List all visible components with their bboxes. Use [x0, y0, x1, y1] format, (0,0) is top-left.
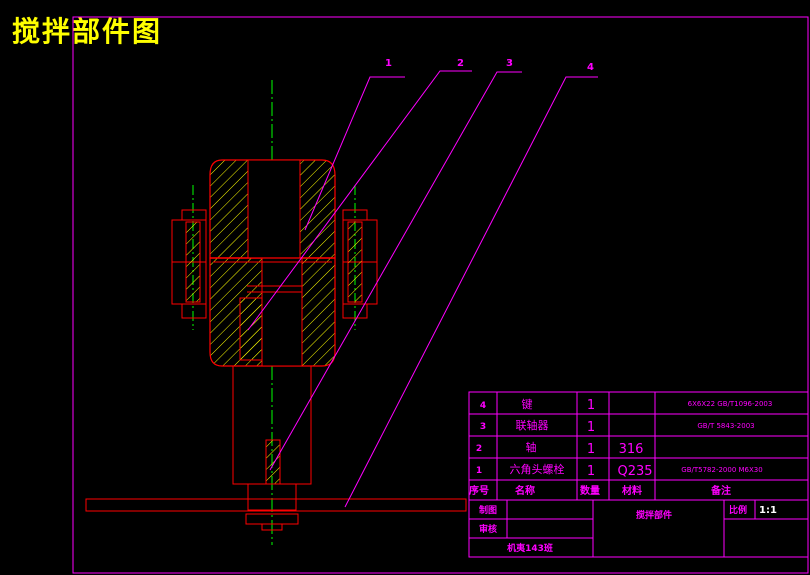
- title-block: [468, 499, 809, 558]
- leader-label-4: 4: [587, 62, 594, 73]
- svg-text:GB/T 5843-2003: GB/T 5843-2003: [697, 422, 754, 430]
- svg-text:3: 3: [480, 422, 486, 432]
- bom-row-3: 3 联轴器 1 GB/T 5843-2003: [480, 418, 755, 435]
- svg-text:序号: 序号: [469, 484, 489, 497]
- blade-plate: [85, 498, 467, 512]
- class-text: 机夷143班: [507, 542, 553, 554]
- svg-text:1: 1: [587, 398, 595, 413]
- checked-label: 审核: [479, 523, 497, 535]
- leader-label-1: 1: [385, 58, 392, 69]
- shaft: [232, 365, 312, 511]
- bolt-right: [342, 209, 378, 319]
- frame-border: [72, 16, 809, 574]
- svg-text:1: 1: [587, 464, 595, 479]
- svg-text:6X6X22 GB/T1096-2003: 6X6X22 GB/T1096-2003: [688, 400, 773, 408]
- svg-text:六角头螺栓: 六角头螺栓: [510, 462, 565, 476]
- drawn-label: 制图: [479, 504, 497, 516]
- svg-text:GB/T5782-2000 M6X30: GB/T5782-2000 M6X30: [681, 466, 762, 474]
- coupling: [209, 159, 336, 367]
- leader-label-2: 2: [457, 58, 464, 69]
- leader-label-3: 3: [506, 58, 513, 69]
- svg-text:名称: 名称: [515, 484, 535, 497]
- svg-text:316: 316: [619, 442, 644, 457]
- bom-row-4: 4 键 1 6X6X22 GB/T1096-2003: [480, 397, 772, 413]
- drawing-title: 搅拌部件图: [12, 15, 163, 48]
- svg-text:1: 1: [587, 442, 595, 457]
- bottom-nut: [245, 513, 299, 531]
- bom-header: 序号 名称 数量 材料 备注: [469, 484, 731, 497]
- svg-text:1: 1: [587, 420, 595, 435]
- svg-text:材料: 材料: [622, 484, 642, 497]
- bom-table: [468, 391, 809, 501]
- svg-text:轴: 轴: [526, 440, 537, 454]
- key: [239, 297, 263, 361]
- svg-text:Q235: Q235: [617, 464, 652, 479]
- scale-value: 1:1: [759, 505, 777, 516]
- svg-text:2: 2: [476, 444, 482, 454]
- drawing-name: 搅拌部件: [636, 509, 672, 521]
- bom-row-1: 1 六角头螺栓 1 Q235 GB/T5782-2000 M6X30: [476, 462, 763, 479]
- svg-text:数量: 数量: [580, 484, 600, 497]
- bom-row-2: 2 轴 1 316: [476, 440, 644, 457]
- scale-label: 比例: [729, 504, 747, 516]
- svg-text:4: 4: [480, 401, 486, 411]
- svg-text:键: 键: [522, 397, 533, 411]
- bolt-left: [171, 209, 207, 319]
- leader-lines: [247, 70, 598, 508]
- title-block-text: 制图 审核 搅拌部件 比例 1:1 机夷143班: [479, 504, 777, 554]
- svg-text:1: 1: [476, 466, 482, 476]
- svg-text:备注: 备注: [710, 484, 731, 497]
- svg-text:联轴器: 联轴器: [516, 418, 549, 432]
